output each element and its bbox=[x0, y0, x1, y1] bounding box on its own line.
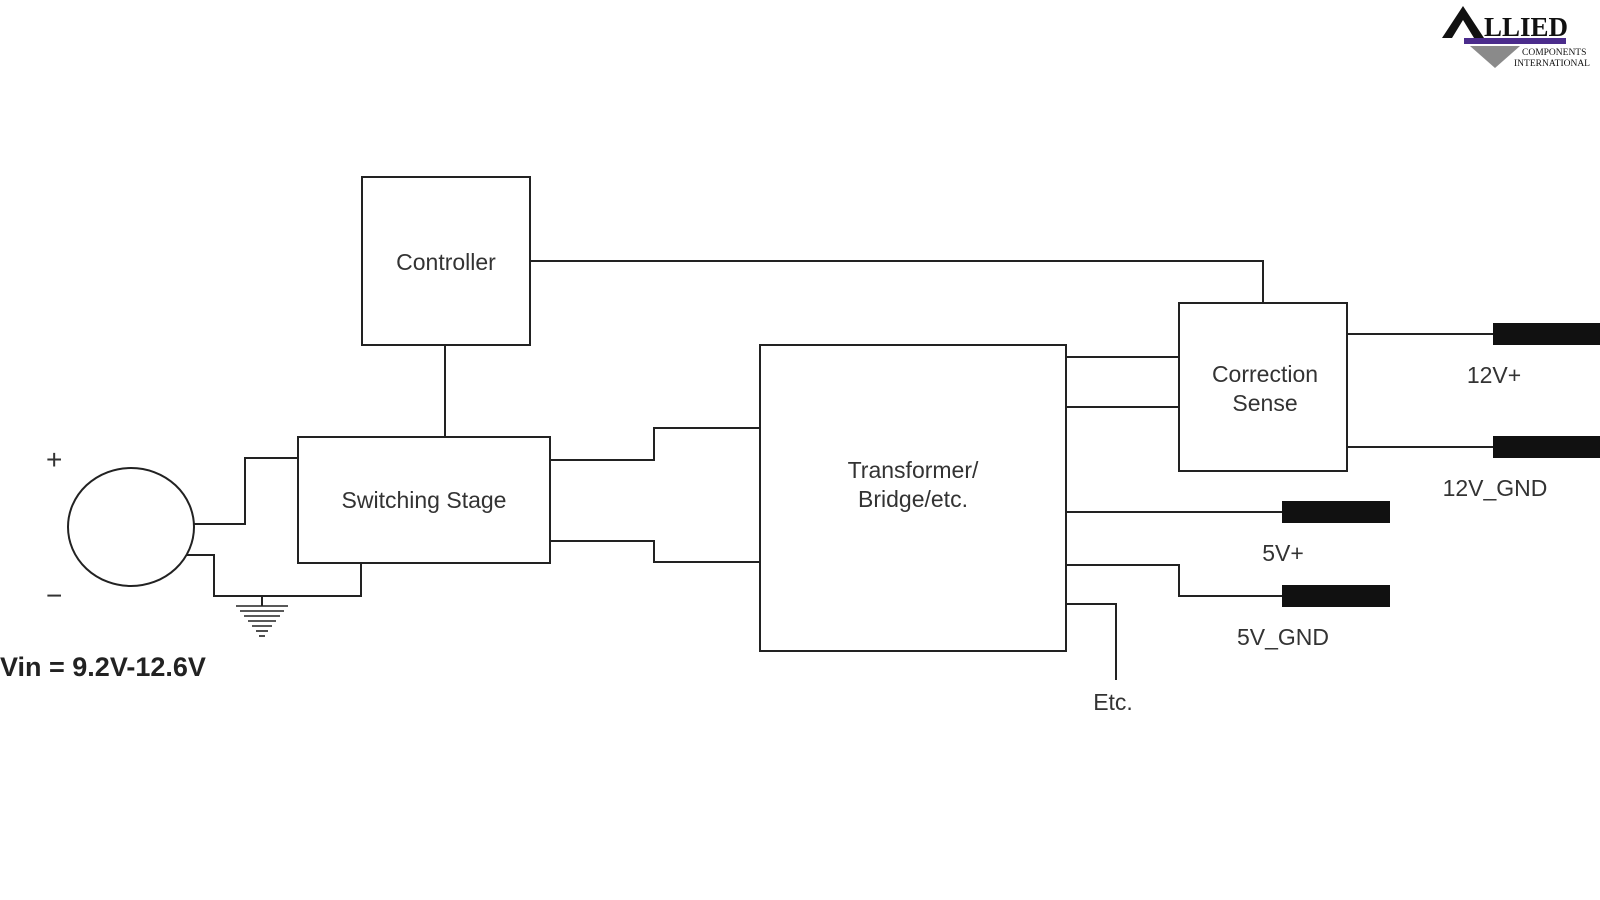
switching-stage-label: Switching Stage bbox=[342, 487, 507, 513]
terminal-12v-gnd bbox=[1493, 436, 1600, 458]
logo-chevron-icon bbox=[1470, 46, 1520, 68]
label-12v-plus: 12V+ bbox=[1467, 362, 1521, 388]
label-5v-plus: 5V+ bbox=[1262, 540, 1304, 566]
transformer-label-line2: Bridge/etc. bbox=[858, 486, 968, 512]
logo-accent-stripe bbox=[1464, 38, 1566, 44]
terminal-12v-plus bbox=[1493, 323, 1600, 345]
correction-label-line1: Correction bbox=[1212, 361, 1318, 387]
vin-label: Vin = 9.2V-12.6V bbox=[0, 652, 206, 682]
wire-switching-transformer-top bbox=[550, 427, 760, 461]
source-minus-sign: − bbox=[46, 580, 62, 611]
controller-block: Controller bbox=[361, 176, 531, 346]
switching-stage-block: Switching Stage bbox=[297, 436, 551, 564]
correction-sense-block: Correction Sense bbox=[1178, 302, 1348, 472]
wire-source-plus bbox=[194, 457, 298, 525]
wire-source-minus bbox=[187, 554, 362, 597]
logo-main-text: LLIED bbox=[1484, 12, 1568, 42]
voltage-source-icon bbox=[67, 467, 195, 587]
transformer-label-line1: Transformer/ bbox=[848, 457, 979, 483]
logo-sub-line1: COMPONENTS bbox=[1522, 48, 1586, 58]
wire-controller-correction bbox=[529, 260, 1264, 302]
wire-5v-gnd bbox=[1065, 564, 1282, 597]
wires bbox=[187, 260, 1493, 680]
terminal-5v-gnd bbox=[1282, 585, 1390, 607]
terminal-5v-plus bbox=[1282, 501, 1390, 523]
label-5v-gnd: 5V_GND bbox=[1237, 624, 1329, 650]
controller-label: Controller bbox=[396, 249, 496, 275]
transformer-block: Transformer/ Bridge/etc. bbox=[759, 344, 1067, 652]
correction-label-line2: Sense bbox=[1232, 390, 1297, 416]
ground-icon bbox=[236, 605, 288, 637]
allied-logo: LLIED COMPONENTS INTERNATIONAL bbox=[1442, 6, 1590, 69]
label-12v-gnd: 12V_GND bbox=[1443, 475, 1548, 501]
logo-sub-line2: INTERNATIONAL bbox=[1514, 59, 1590, 69]
label-etc: Etc. bbox=[1093, 689, 1133, 715]
wire-switching-transformer-bottom bbox=[550, 540, 760, 563]
wire-etc bbox=[1065, 603, 1117, 680]
source-plus-sign: + bbox=[46, 444, 62, 475]
logo-triangle-icon bbox=[1442, 6, 1484, 38]
